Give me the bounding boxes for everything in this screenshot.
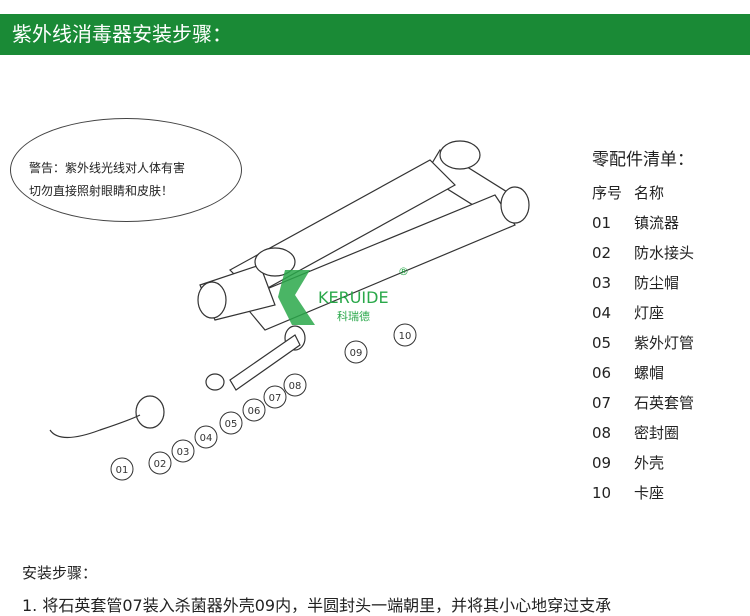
warning-line-1: 警告：紫外线光线对人体有害	[29, 161, 186, 175]
callout-label: 07	[269, 393, 282, 404]
callout-label: 03	[177, 447, 190, 458]
warning-bubble: 警告：紫外线光线对人体有害 切勿直接照射眼睛和皮肤！	[10, 118, 242, 222]
outlet-top	[439, 140, 481, 170]
part-name: 紫外灯管	[634, 334, 695, 352]
page-banner: 紫外线消毒器安装步骤：	[0, 14, 750, 55]
logo-registered: ®	[398, 265, 409, 278]
callout-03	[171, 439, 195, 463]
callout-05	[219, 411, 243, 435]
part-num: 06	[592, 364, 612, 382]
ballast-cable	[49, 414, 141, 439]
part-num: 05	[592, 334, 612, 352]
part-row: 09 外壳	[592, 448, 694, 478]
part-row: 03 防尘帽	[592, 268, 694, 298]
logo-brand: KERUIDE	[318, 288, 389, 307]
keruide-logo: KERUIDE ® 科瑞德	[278, 265, 409, 325]
callout-10	[393, 323, 417, 347]
part-num: 07	[592, 394, 612, 412]
banner-title: 紫外线消毒器安装步骤：	[12, 22, 232, 46]
callout-01	[110, 457, 134, 481]
part-num: 10	[592, 484, 612, 502]
callout-label: 02	[154, 459, 167, 470]
callout-label: 10	[399, 331, 412, 342]
part-row: 10 卡座	[592, 478, 694, 508]
part-name: 石英套管	[634, 394, 695, 412]
warning-line-2: 切勿直接照射眼睛和皮肤！	[29, 184, 174, 198]
part-name: 防水接头	[634, 244, 695, 262]
part-row: 07 石英套管	[592, 388, 694, 418]
steps-title: 安装步骤：	[22, 564, 98, 582]
part-row: 06 螺帽	[592, 358, 694, 388]
callout-label: 01	[116, 465, 129, 476]
part-name: 灯座	[634, 304, 665, 322]
nut	[205, 373, 225, 391]
callout-06	[242, 398, 266, 422]
part-name: 镇流器	[634, 214, 680, 232]
part-row: 04 灯座	[592, 298, 694, 328]
logo-cn: 科瑞德	[337, 309, 370, 323]
housing-body-2	[239, 194, 516, 331]
outlet-left	[254, 247, 296, 277]
part-row: 01 镇流器	[592, 208, 694, 238]
parts-list: 零配件清单： 序号名称 01 镇流器 02 防水接头 03 防尘帽 04 灯座 05 紫外灯管 06…	[592, 145, 694, 508]
part-num: 01	[592, 214, 612, 232]
callout-02	[148, 451, 172, 475]
part-num: 03	[592, 274, 612, 292]
header-name: 名称	[634, 184, 665, 202]
part-name: 防尘帽	[634, 274, 680, 292]
callout-09	[344, 340, 368, 364]
dust-cap	[135, 395, 165, 429]
part-name: 外壳	[634, 454, 665, 472]
parts-header: 序号名称	[592, 178, 694, 208]
part-num: 02	[592, 244, 612, 262]
end-cap-left	[197, 281, 227, 319]
callout-label: 09	[350, 348, 363, 359]
callout-08	[283, 373, 307, 397]
lamp-tube	[229, 334, 301, 391]
callout-label: 08	[289, 381, 302, 392]
part-row: 08 密封圈	[592, 418, 694, 448]
part-num: 08	[592, 424, 612, 442]
part-name: 卡座	[634, 484, 665, 502]
part-name: 螺帽	[634, 364, 665, 382]
part-row: 05 紫外灯管	[592, 328, 694, 358]
parts-title: 零配件清单：	[592, 150, 694, 170]
callout-label: 05	[225, 419, 238, 430]
part-num: 04	[592, 304, 612, 322]
callout-label: 04	[200, 433, 213, 444]
end-cap-right	[500, 186, 530, 224]
callout-label: 06	[248, 406, 261, 417]
step-1: 1. 将石英套管07装入杀菌器外壳09内，半圆封头一端朝里，并将其小心地穿过支承	[22, 596, 612, 615]
callout-04	[194, 425, 218, 449]
part-num: 09	[592, 454, 612, 472]
part-name: 密封圈	[634, 424, 680, 442]
part-row: 02 防水接头	[592, 238, 694, 268]
header-num: 序号	[592, 184, 623, 202]
callout-07	[263, 385, 287, 409]
